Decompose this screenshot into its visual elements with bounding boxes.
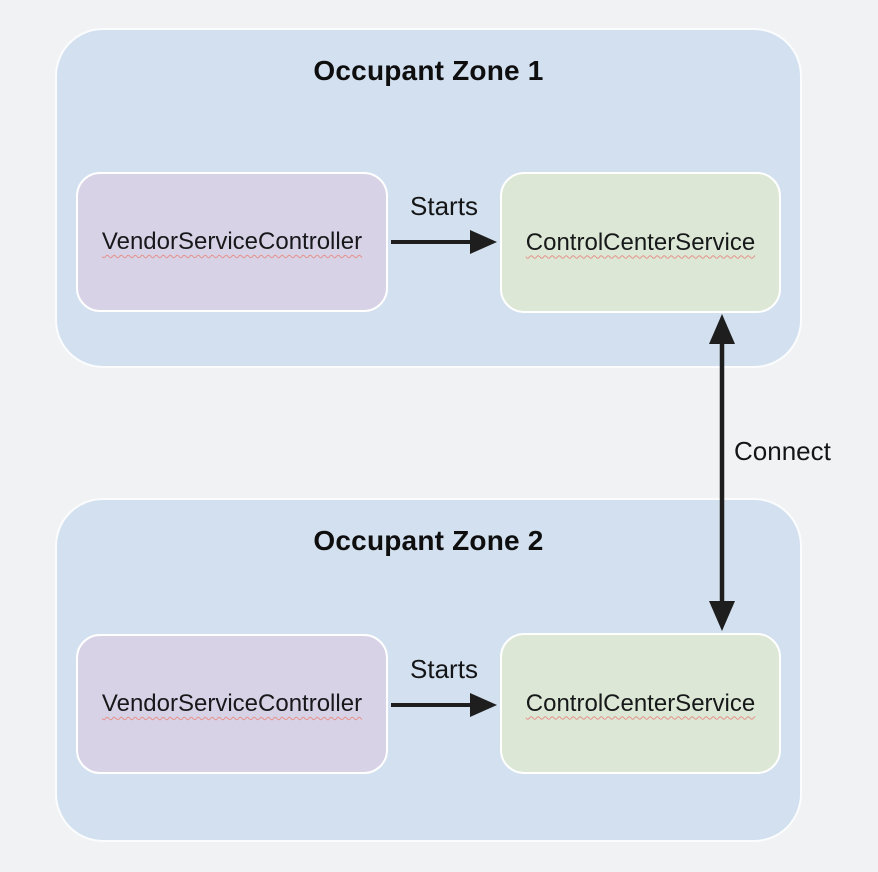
- zone2-vendor-service-controller-label: VendorServiceController: [101, 690, 363, 717]
- zone1-vendor-service-controller-node: VendorServiceController: [76, 172, 388, 312]
- zone2-vendor-service-controller-node: VendorServiceController: [76, 634, 388, 774]
- zone1-starts-edge-label: Starts: [410, 191, 478, 221]
- zone1-control-center-service-node: ControlCenterService: [500, 172, 781, 313]
- zone1-control-center-service-label: ControlCenterService: [525, 228, 756, 256]
- zone2-starts-edge-label: Starts: [410, 654, 478, 684]
- occupant-zone-1-title: Occupant Zone 1: [313, 55, 544, 86]
- zone1-vendor-service-controller-label: VendorServiceController: [101, 228, 363, 255]
- connect-edge-label: Connect: [734, 436, 831, 466]
- zone2-control-center-service-node: ControlCenterService: [500, 633, 781, 774]
- occupant-zone-2-title: Occupant Zone 2: [313, 525, 544, 556]
- zone2-control-center-service-label: ControlCenterService: [525, 689, 756, 717]
